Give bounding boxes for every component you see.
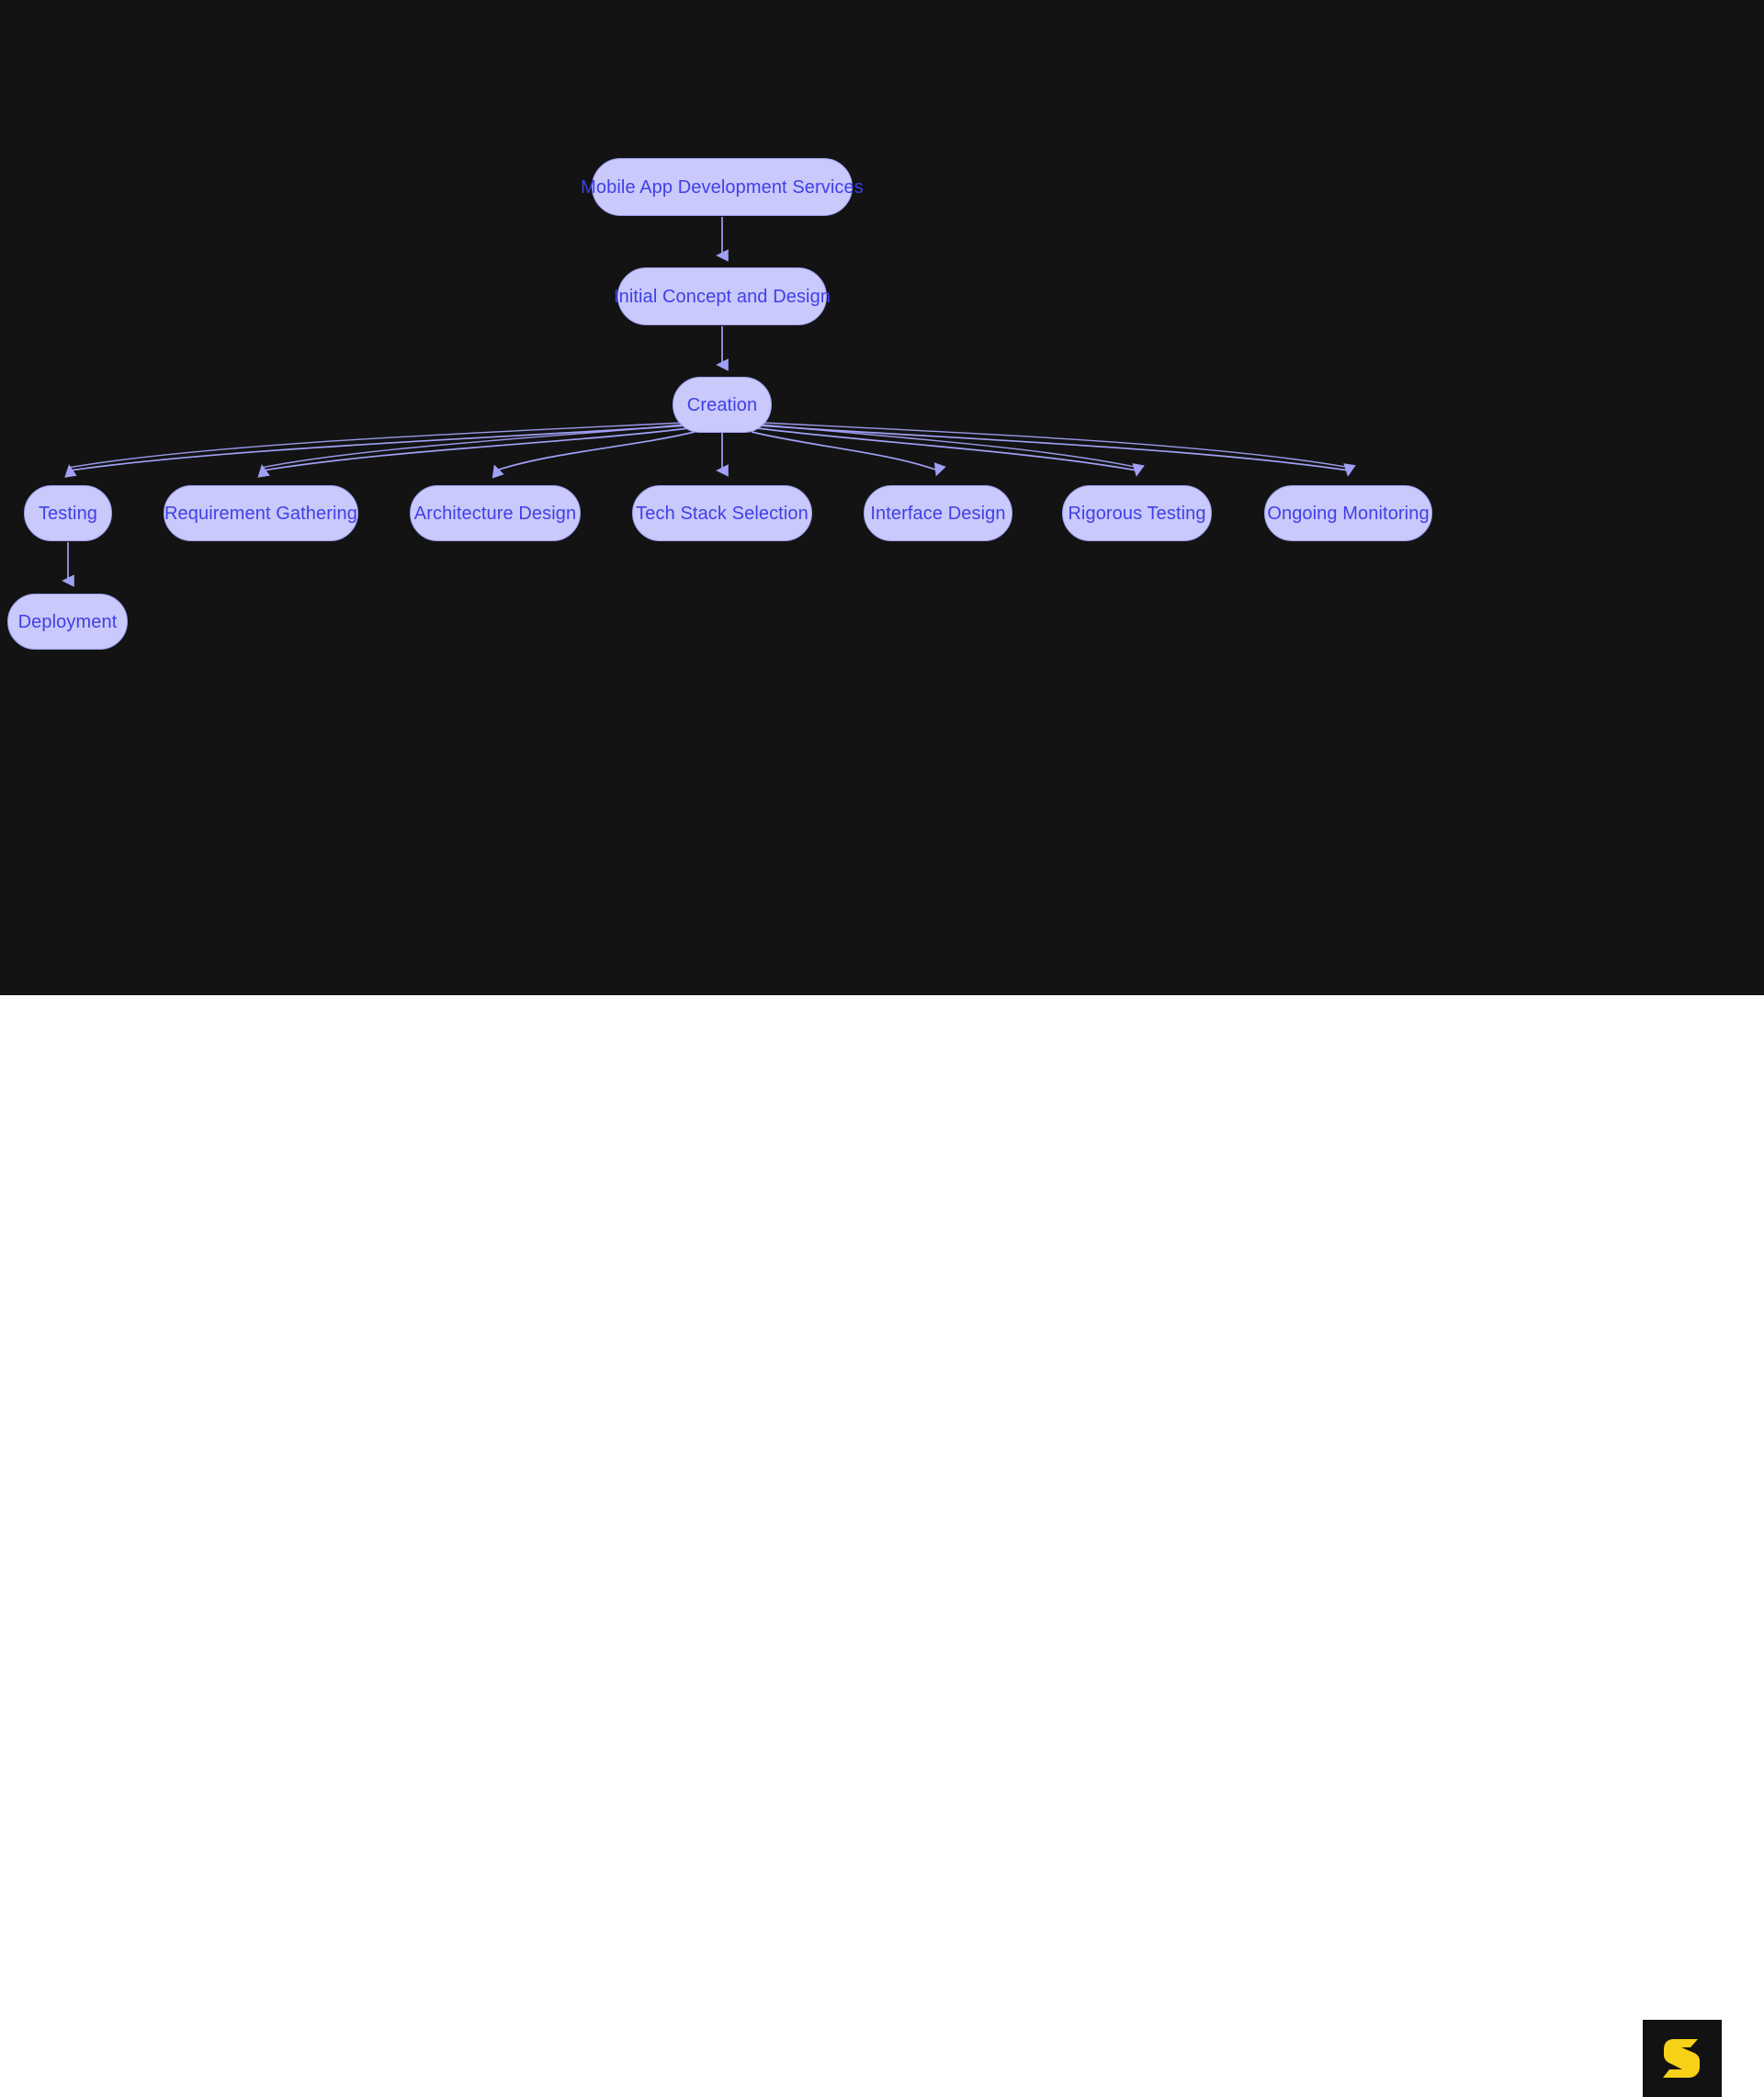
edge-creation-to-testing-b [67,422,684,469]
node-label: Mobile App Development Services [581,176,864,198]
node-ongoing-monitoring[interactable]: Ongoing Monitoring [1264,485,1432,541]
node-label: Testing [38,503,98,524]
node-interface-design[interactable]: Interface Design [864,485,1012,541]
edge-creation-to-requirement-b [260,424,686,469]
node-architecture-design[interactable]: Architecture Design [410,485,581,541]
node-initial-concept-and-design[interactable]: Initial Concept and Design [614,267,831,325]
node-requirement-gathering[interactable]: Requirement Gathering [164,485,358,541]
edge-creation-to-requirement [257,427,690,478]
node-rigorous-testing[interactable]: Rigorous Testing [1062,485,1212,541]
edge-creation-to-testing [64,425,688,478]
flowchart-canvas: Mobile App Development Services Initial … [0,0,1764,995]
edge-creation-to-rigorous-b [760,424,1140,469]
node-label: Architecture Design [413,503,577,524]
node-label: Requirement Gathering [164,503,357,524]
edge-creation-to-rigorous [756,427,1145,477]
edge-creation-to-architecture [492,431,695,479]
brand-logo-s-icon [1643,2020,1722,2097]
edge-creation-to-monitoring [758,425,1356,477]
node-tech-stack-selection[interactable]: Tech Stack Selection [632,485,812,541]
node-label: Deployment [17,611,118,632]
edge-creation-to-monitoring-b [762,422,1351,469]
edge-creation-to-interface [751,431,946,477]
node-label: Ongoing Monitoring [1267,503,1430,524]
node-label: Interface Design [870,503,1006,524]
node-label: Initial Concept and Design [613,286,831,307]
node-label: Tech Stack Selection [636,503,808,524]
node-label: Creation [686,394,758,415]
node-label: Rigorous Testing [1068,503,1206,524]
node-deployment[interactable]: Deployment [7,594,128,650]
logo-s-glyph [1663,2039,1700,2078]
node-testing[interactable]: Testing [24,485,112,541]
node-creation[interactable]: Creation [673,377,772,433]
node-mobile-app-development-services[interactable]: Mobile App Development Services [581,158,864,216]
footer-bar [0,995,1764,2097]
